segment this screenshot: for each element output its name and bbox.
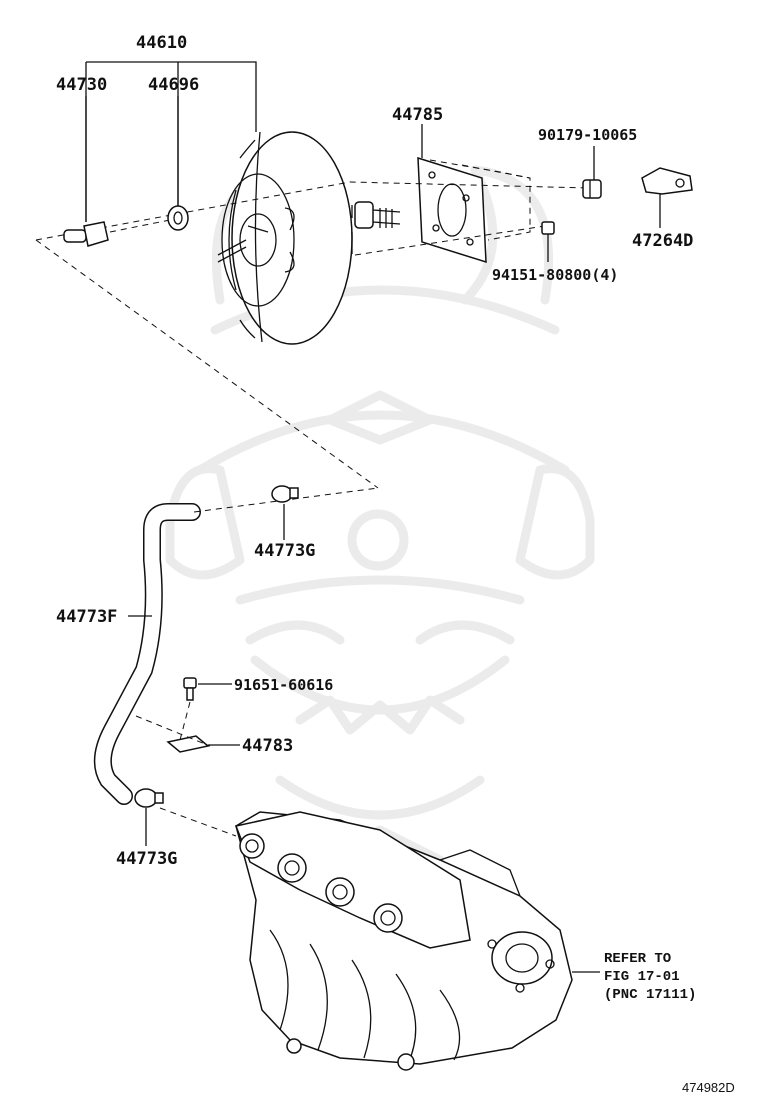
label-94151-80800: 94151-80800(4) — [492, 266, 618, 284]
label-44730: 44730 — [56, 75, 107, 95]
brake-booster-icon[interactable] — [217, 131, 401, 345]
reference-line-2: FIG 17-01 — [604, 969, 680, 985]
figure-id: 474982D — [682, 1080, 735, 1095]
grommet-icon[interactable] — [167, 205, 189, 231]
reference-line-1: REFER TO — [604, 951, 671, 967]
clevis-icon[interactable] — [641, 167, 693, 195]
vacuum-hose-icon[interactable] — [93, 503, 201, 805]
label-44773F: 44773F — [56, 607, 117, 627]
reference-line-3: (PNC 17111) — [604, 987, 696, 1003]
label-44696: 44696 — [148, 75, 199, 95]
label-44783: 44783 — [242, 736, 293, 756]
check-valve-icon[interactable] — [63, 221, 109, 247]
label-44610: 44610 — [136, 33, 187, 53]
label-90179-10065: 90179-10065 — [538, 126, 637, 144]
bolt-icon[interactable] — [183, 677, 197, 701]
hose-clip-upper-icon[interactable] — [271, 485, 299, 503]
intake-manifold-icon[interactable] — [234, 811, 573, 1071]
nut-lower-icon[interactable] — [541, 221, 555, 235]
label-44773G-upper: 44773G — [254, 541, 315, 561]
label-91651-60616: 91651-60616 — [234, 676, 333, 694]
nut-icon[interactable] — [582, 179, 602, 199]
label-44785: 44785 — [392, 105, 443, 125]
gasket-icon[interactable] — [417, 156, 487, 264]
hose-clip-lower-icon[interactable] — [134, 788, 164, 808]
hose-clamp-icon[interactable] — [166, 735, 210, 753]
label-47264D: 47264D — [632, 231, 693, 251]
label-44773G-lower: 44773G — [116, 849, 177, 869]
